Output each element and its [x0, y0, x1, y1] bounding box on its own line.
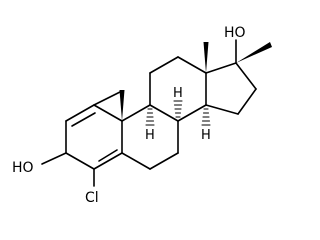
c17-methyl-wedge [236, 42, 272, 63]
bond-c17-c16 [235, 62, 257, 90]
hash-bond-c14-h [201, 108, 211, 126]
hydroxyl-label-c17: HO [224, 25, 246, 41]
bond-c10-c1-ring [93, 104, 123, 122]
bond-c11-c12 [149, 56, 179, 74]
hash-bond-c8-h [173, 100, 183, 118]
bond-c4-c5 [93, 152, 123, 170]
hydroxyl-label-c3: HO [12, 160, 34, 176]
bond-c15-c14 [205, 104, 239, 115]
bond-c16-c15 [237, 88, 257, 115]
bond-c14-c8 [177, 104, 207, 122]
bond-c10-c9 [121, 104, 151, 122]
bond-c4-c5-double [98, 149, 118, 162]
bond-c3-oh [41, 152, 67, 165]
structure-canvas: HO HO Cl H H H [12, 25, 272, 206]
bond-c6-c5 [121, 152, 151, 170]
bond-c9-c8 [149, 104, 179, 122]
substituents [41, 39, 272, 187]
h-label-c14: H [201, 128, 211, 143]
ring-b [121, 104, 179, 170]
bond-c3-c4 [65, 152, 95, 170]
bond-c13-c17 [205, 62, 237, 74]
c10-methyl-wedge [119, 90, 125, 121]
bond-c1-c2 [65, 104, 95, 122]
bond-c12-c13 [177, 56, 207, 74]
h-label-c9: H [145, 128, 155, 143]
ring-a [65, 90, 123, 170]
h-label-c8: H [173, 86, 183, 101]
bond-c7-c6 [149, 152, 179, 170]
c13-methyl-wedge [203, 42, 209, 73]
chlorine-label: Cl [85, 190, 99, 206]
hash-bond-c9-h [145, 108, 155, 126]
bond-c1-c2-double [71, 112, 96, 127]
ring-c [149, 56, 207, 122]
chemical-structure: HO HO Cl H H H [12, 25, 272, 206]
ring-d [205, 62, 257, 115]
bond-c1-c10 [93, 90, 123, 106]
